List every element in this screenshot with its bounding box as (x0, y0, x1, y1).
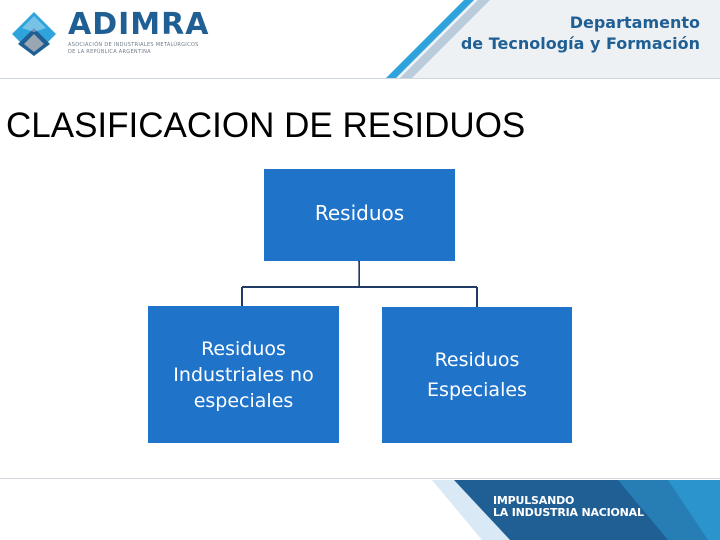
logo-subtitle: ASOCIACIÓN DE INDUSTRIALES METALÚRGICOS … (68, 42, 199, 55)
node-industrial-label: Residuos Industriales no especiales (173, 337, 314, 412)
footer-divider (0, 478, 720, 479)
logo-name: ADIMRA (68, 7, 210, 42)
department-title: Departamento de Tecnología y Formación (461, 12, 700, 54)
slide-title: CLASIFICACION DE RESIDUOS (6, 106, 526, 145)
org-chart-root-node: Residuos (264, 169, 455, 261)
root-node-label: Residuos (314, 201, 405, 225)
org-chart-node-industrial: Residuos Industriales no especiales (148, 306, 339, 443)
org-chart-node-especiales: Residuos Especiales (382, 307, 572, 443)
node-especiales-label: Residuos Especiales (427, 349, 527, 401)
footer-slogan: IMPULSANDO LA INDUSTRIA NACIONAL (493, 495, 644, 519)
adimra-logo-icon (8, 8, 60, 60)
footer-slogan-line-2: LA INDUSTRIA NACIONAL (493, 506, 644, 519)
department-banner-shape (386, 0, 720, 78)
header-bar: ADIMRA ASOCIACIÓN DE INDUSTRIALES METALÚ… (0, 0, 720, 79)
footer-banner-shape (432, 480, 720, 540)
department-line-1: Departamento (569, 13, 700, 32)
department-line-2: de Tecnología y Formación (460, 34, 700, 53)
footer-slogan-line-1: IMPULSANDO (493, 494, 575, 507)
